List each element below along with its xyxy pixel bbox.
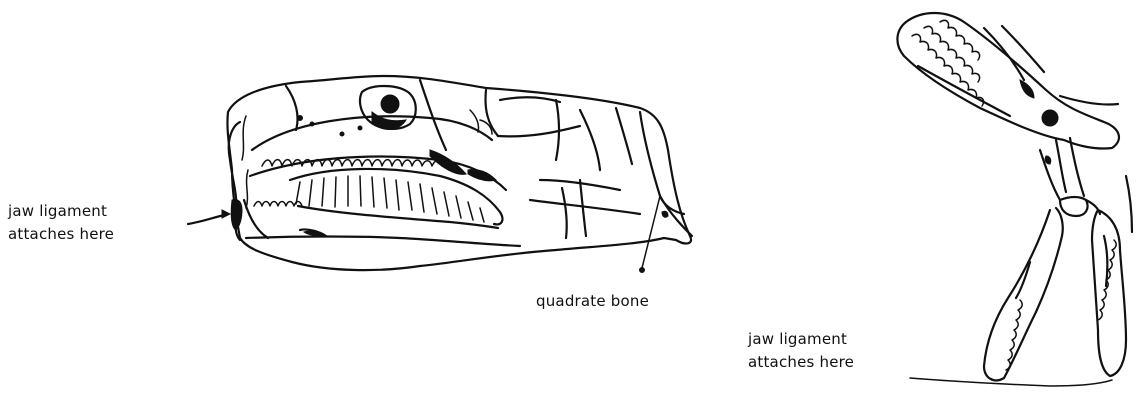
quadrate-leader-dot (640, 268, 645, 273)
open-skull-drawing (897, 13, 1132, 380)
right-ligament-leader-line (910, 378, 1112, 386)
left-jaw-ligament-label: jaw ligament attaches here (8, 200, 114, 246)
left-jaw-ligament-line2: attaches here (8, 223, 114, 246)
quadrate-bone-text: quadrate bone (536, 290, 649, 313)
left-ligament-arrowhead (222, 210, 230, 218)
closed-skull-drawing (227, 76, 692, 270)
right-jaw-ligament-line1: jaw ligament (748, 328, 854, 351)
right-jaw-ligament-label: jaw ligament attaches here (748, 328, 854, 374)
quadrate-leader-line (642, 196, 660, 268)
quadrate-bone-label: quadrate bone (536, 290, 649, 313)
left-jaw-ligament-line1: jaw ligament (8, 200, 114, 223)
right-jaw-ligament-line2: attaches here (748, 351, 854, 374)
